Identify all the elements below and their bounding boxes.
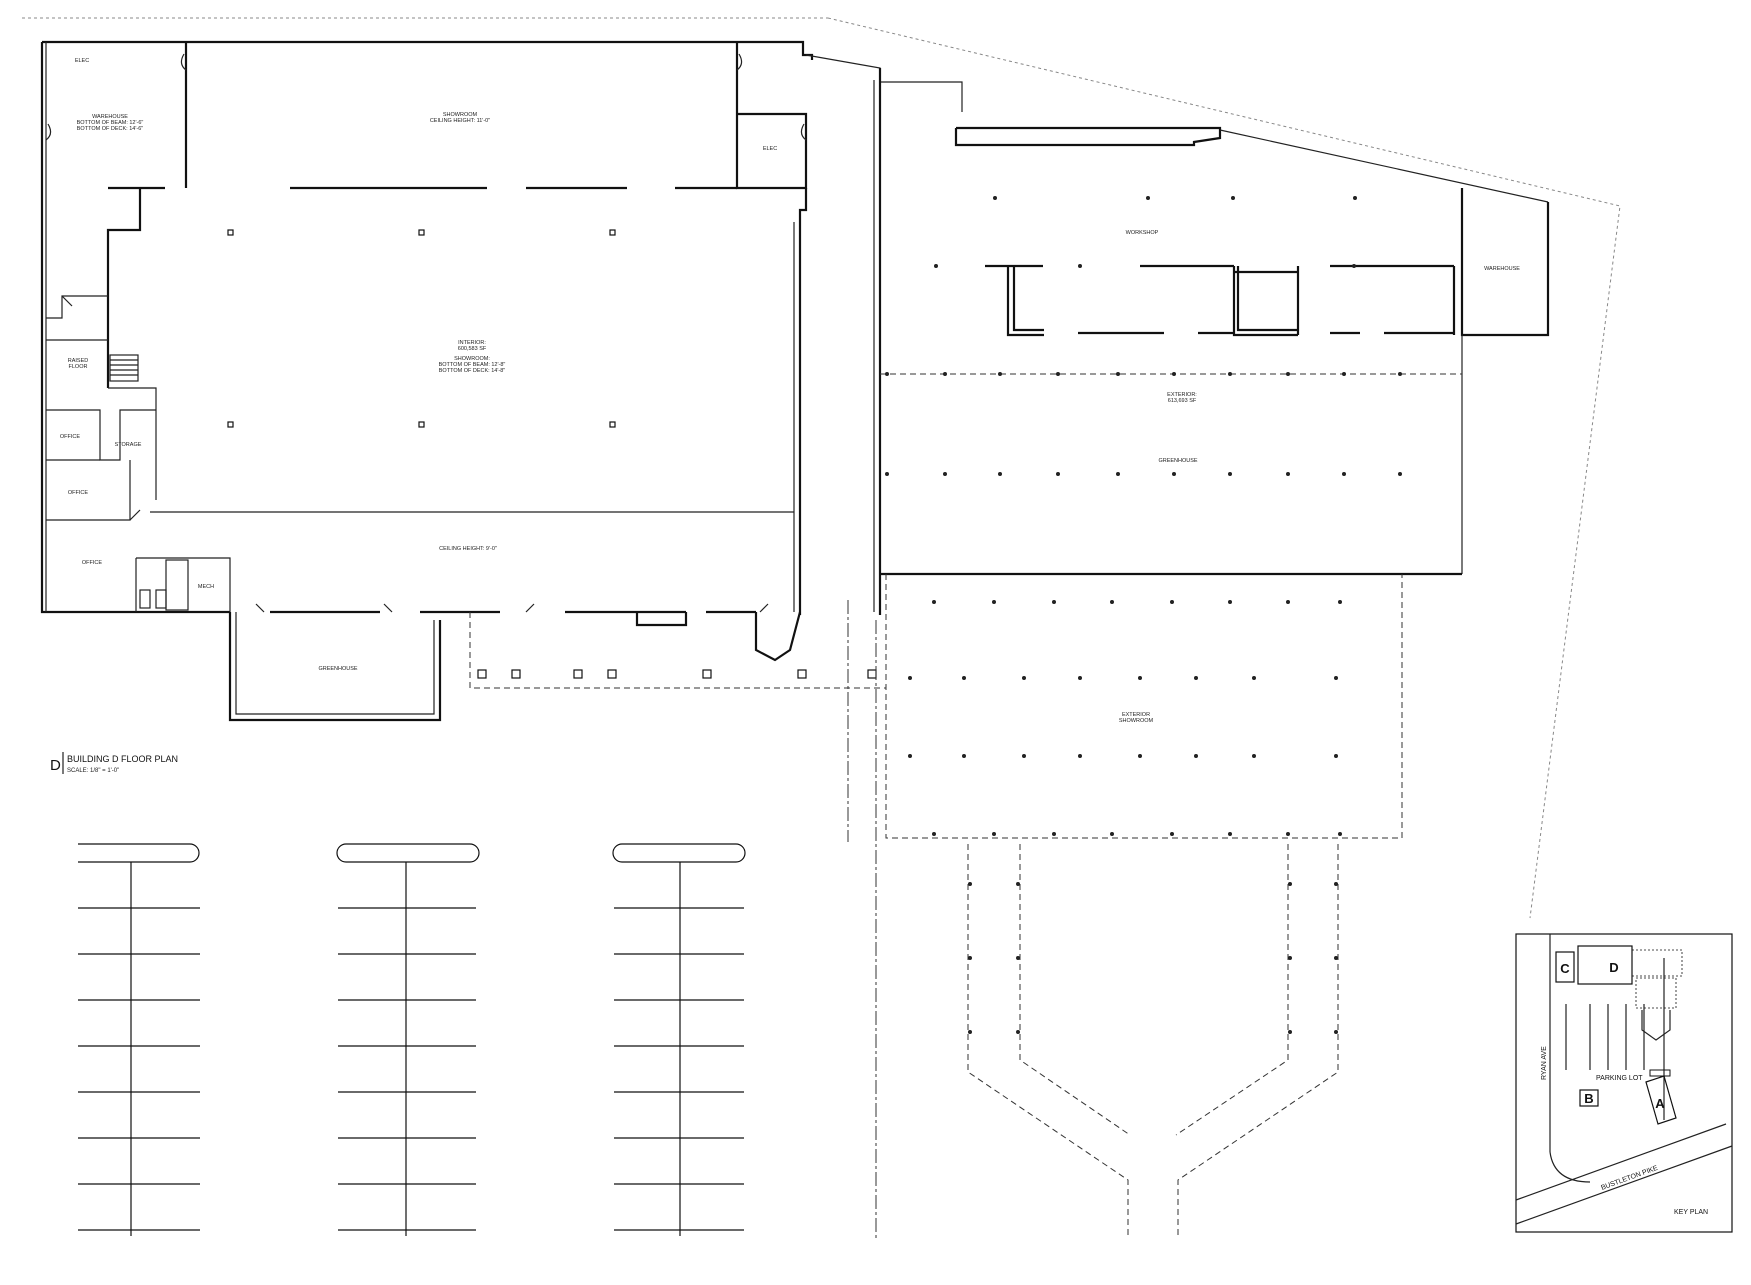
drawing-title-block: D BUILDING D FLOOR PLAN SCALE: 1/8" = 1'…	[50, 752, 178, 774]
showroom-main-deck-label: BOTTOM OF DECK: 14'-8"	[439, 368, 506, 374]
east-wing-walls	[805, 54, 1550, 615]
exterior-showroom-label: EXTERIOR	[1122, 712, 1150, 718]
stairs	[109, 354, 139, 382]
building-d-walls	[40, 40, 814, 722]
showroom-north-label: SHOWROOM	[443, 112, 478, 118]
ceiling-height-label: CEILING HEIGHT: 9'-0"	[439, 546, 497, 552]
south-canopy	[469, 612, 887, 689]
room-labels: ELEC WAREHOUSE BOTTOM OF BEAM: 12'-6" BO…	[60, 58, 1520, 724]
key-plan-building-c: C	[1560, 961, 1570, 976]
property-line	[22, 17, 1621, 919]
drawing-scale: SCALE: 1/8" = 1'-0"	[67, 768, 119, 774]
east-wing-columns	[885, 196, 1402, 476]
warehouse-label: WAREHOUSE	[1484, 266, 1520, 272]
workshop-label: WORKSHOP	[1126, 230, 1159, 236]
title-letter: D	[50, 757, 61, 774]
greenhouse-label: GREENHOUSE	[1158, 458, 1197, 464]
exterior-label: EXTERIOR:	[1167, 392, 1197, 398]
key-plan-label: KEY PLAN	[1674, 1209, 1708, 1216]
storage-label: STORAGE	[115, 442, 142, 448]
exterior-showroom-label: SHOWROOM	[1119, 718, 1154, 724]
office-label: OFFICE	[82, 560, 102, 566]
warehouse-beam-label: BOTTOM OF BEAM: 12'-6"	[77, 120, 144, 126]
exterior-showroom	[847, 574, 1403, 1238]
interior-columns	[227, 229, 616, 428]
interior-area-label: 600,583 SF	[458, 346, 487, 352]
key-plan-building-d: D	[1609, 960, 1618, 975]
showroom-north-ceiling-label: CEILING HEIGHT: 11'-0"	[430, 118, 490, 124]
key-plan-building-b: B	[1584, 1091, 1593, 1106]
elec-label: ELEC	[75, 58, 89, 64]
parking-row	[336, 843, 480, 1236]
key-plan-parking-lot: PARKING LOT	[1596, 1075, 1643, 1082]
key-plan: C D B A PARKING LOT BUSTLETON PIKE RYAN …	[1515, 933, 1733, 1233]
showroom-main-beam-label: BOTTOM OF BEAM: 12'-8"	[439, 362, 506, 368]
exterior-area-label: 613,693 SF	[1168, 398, 1197, 404]
elec-label: ELEC	[763, 146, 777, 152]
parking-row	[612, 843, 746, 1236]
key-plan-building-a: A	[1655, 1096, 1665, 1111]
showroom-main-label: SHOWROOM:	[454, 356, 490, 362]
parking-row	[78, 843, 200, 1236]
mech-label: MECH	[198, 584, 214, 590]
warehouse-label: WAREHOUSE	[92, 114, 128, 120]
raised-floor-label: RAISED	[68, 358, 89, 364]
driveway	[967, 844, 1339, 1238]
raised-floor-label: FLOOR	[69, 364, 88, 370]
interior-label: INTERIOR:	[458, 340, 486, 346]
drawing-title: BUILDING D FLOOR PLAN	[67, 754, 178, 764]
key-plan-side-road: RYAN AVE	[1541, 1046, 1548, 1080]
office-label: OFFICE	[68, 490, 88, 496]
warehouse-deck-label: BOTTOM OF DECK: 14'-6"	[77, 126, 144, 132]
office-label: OFFICE	[60, 434, 80, 440]
greenhouse-label: GREENHOUSE	[318, 666, 357, 672]
